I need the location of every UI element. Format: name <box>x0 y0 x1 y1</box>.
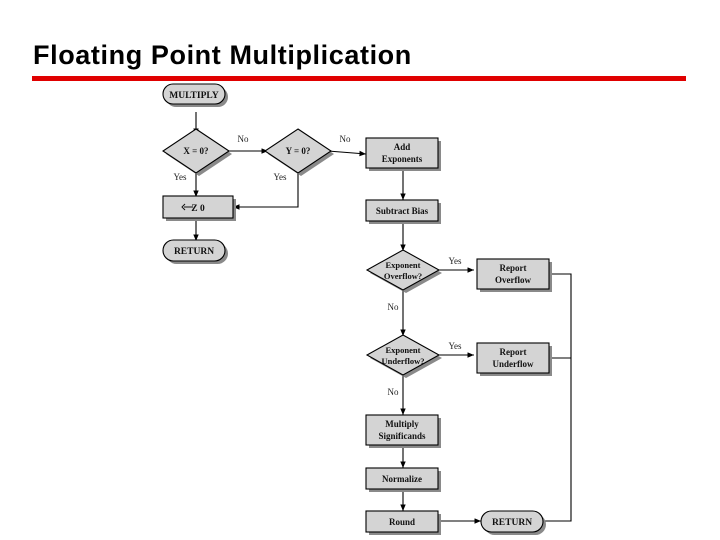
edge-label-y-zero-no: No <box>340 134 351 144</box>
node-label: RETURN <box>174 247 214 257</box>
node-exponent-underflow: Exponent Underflow? <box>365 334 442 378</box>
node-z-zero: Z 0 <box>162 195 236 221</box>
node-label-line1: Exponent <box>386 260 421 270</box>
node-normalize: Normalize <box>365 467 441 492</box>
node-subtract-bias: Subtract Bias <box>365 199 441 224</box>
flow-connectors <box>193 112 481 524</box>
node-label-line1: Report <box>500 347 527 357</box>
node-label: MULTIPLY <box>169 91 219 101</box>
edge-label-x-zero-no: No <box>238 134 249 144</box>
floating-point-multiplication-flowchart: MULTIPLY X = 0? Y = 0? Add Exponents Z 0 <box>0 80 720 540</box>
node-multiply: MULTIPLY <box>162 83 228 107</box>
node-label-line1: Add <box>394 142 411 152</box>
node-label: Z 0 <box>191 204 205 214</box>
edge-labels: No Yes No Yes Yes No Yes No <box>173 134 462 397</box>
node-report-underflow: Report Underflow <box>476 342 552 376</box>
node-label: RETURN <box>492 518 532 528</box>
node-label-line2: Underflow <box>493 359 534 369</box>
node-label: Round <box>389 517 415 527</box>
edge-label-x-zero-yes: Yes <box>173 172 187 182</box>
node-label-line1: Exponent <box>386 345 421 355</box>
node-label-line1: Multiply <box>385 419 419 429</box>
node-exponent-overflow: Exponent Overflow? <box>365 249 442 293</box>
node-label: Normalize <box>382 474 422 484</box>
report-bus-connectors <box>542 273 572 522</box>
node-label-line2: Overflow? <box>384 271 422 281</box>
node-label-line2: Underflow? <box>382 356 425 366</box>
node-round: Round <box>365 510 441 535</box>
edge-label-overflow-no: No <box>388 302 399 312</box>
node-label-line2: Exponents <box>382 154 423 164</box>
edge-label-underflow-no: No <box>388 387 399 397</box>
node-label-line2: Overflow <box>495 275 531 285</box>
node-y-zero: Y = 0? <box>264 128 334 176</box>
node-report-overflow: Report Overflow <box>476 258 552 292</box>
node-label: Subtract Bias <box>376 206 429 216</box>
node-return-left: RETURN <box>162 239 228 264</box>
node-return-right: RETURN <box>480 510 546 535</box>
edge-label-underflow-yes: Yes <box>448 341 462 351</box>
node-label: X = 0? <box>183 146 208 156</box>
node-label-line2: Significands <box>378 431 426 441</box>
node-label-line1: Report <box>500 263 527 273</box>
edge-label-y-zero-yes: Yes <box>273 172 287 182</box>
node-x-zero: X = 0? <box>162 128 232 176</box>
edge-label-overflow-yes: Yes <box>448 256 462 266</box>
title-underline-rule <box>32 76 686 81</box>
node-multiply-significands: Multiply Significands <box>365 414 441 448</box>
node-add-exponents: Add Exponents <box>365 137 441 171</box>
page-title: Floating Point Multiplication <box>33 40 412 70</box>
node-label: Y = 0? <box>286 146 311 156</box>
